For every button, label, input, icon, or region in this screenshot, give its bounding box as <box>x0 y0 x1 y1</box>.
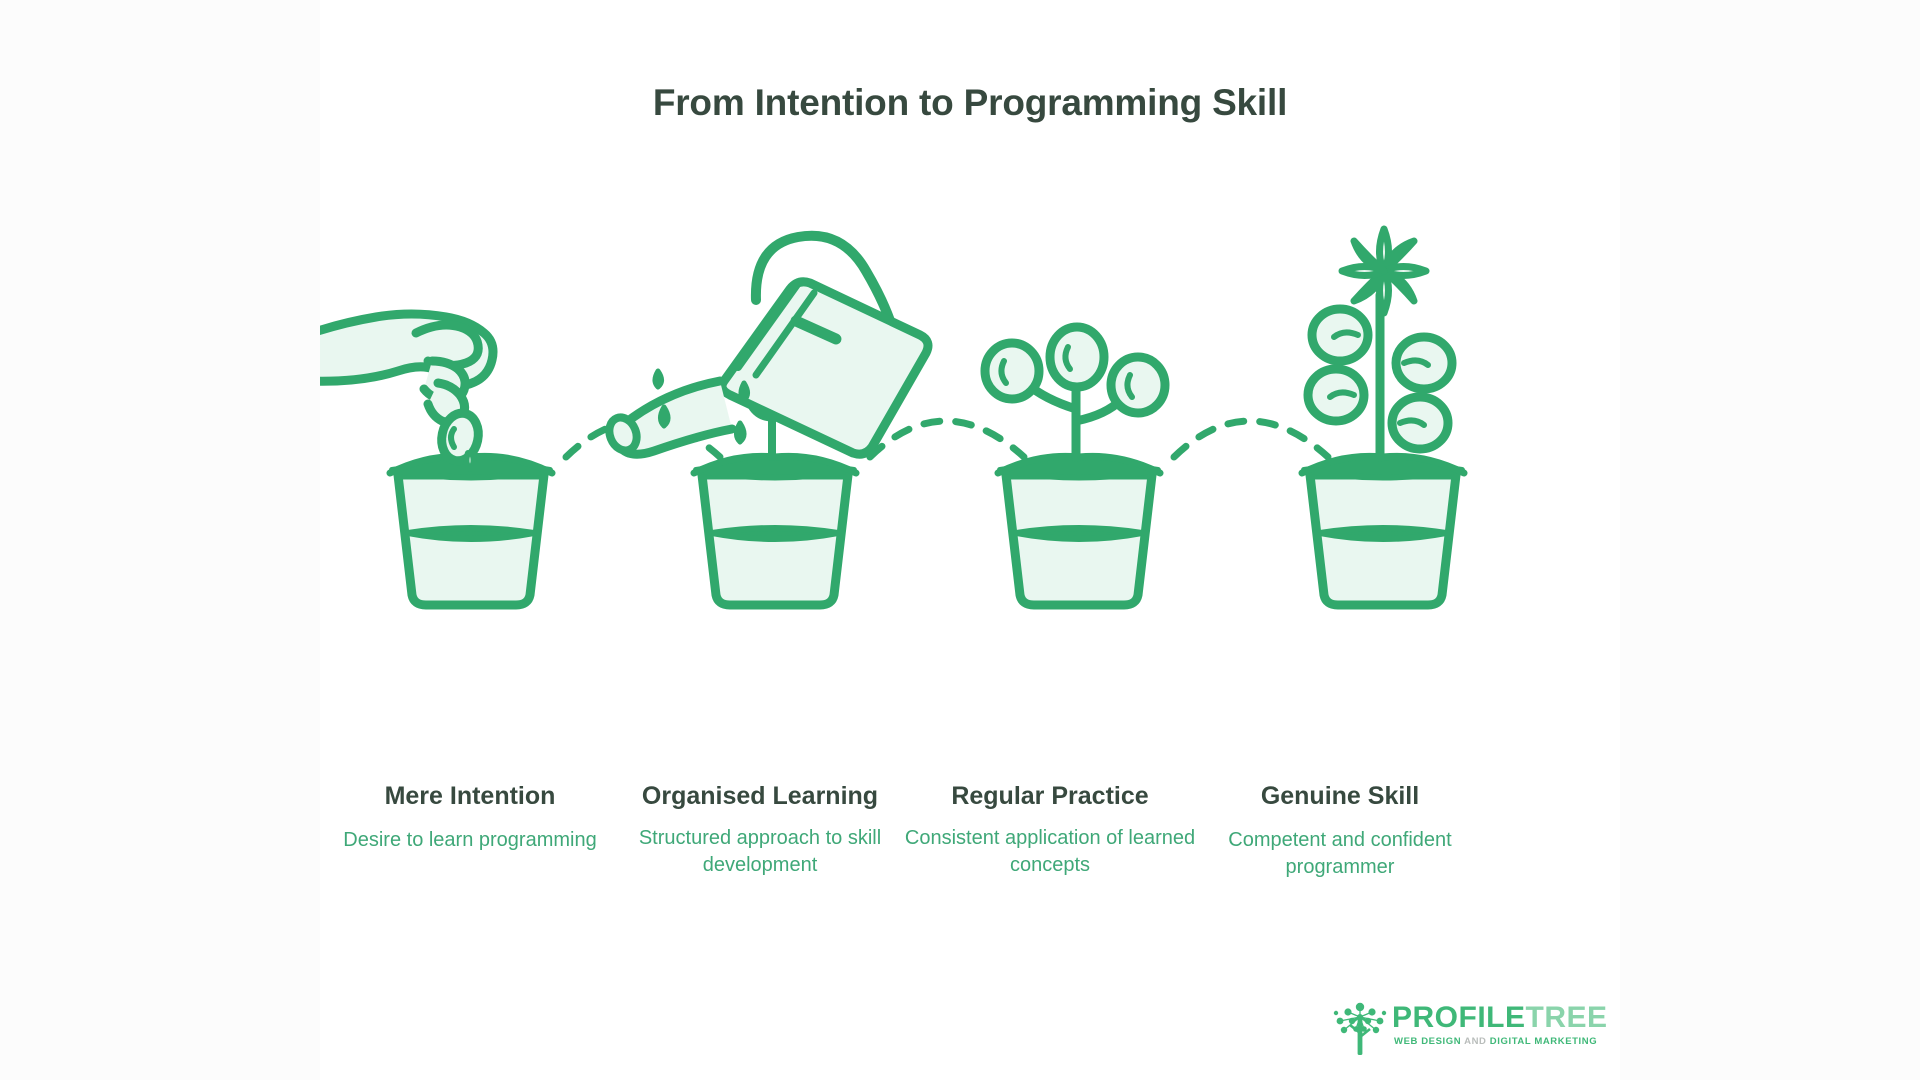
watering-can-icon <box>605 230 933 459</box>
stage-heading: Genuine Skill <box>1260 782 1420 810</box>
pot-1 <box>389 460 553 610</box>
stage-column-1: Mere Intention Desire to learn programmi… <box>320 780 620 854</box>
progress-arc-2 <box>866 417 1028 461</box>
left-margin <box>0 0 320 1080</box>
logo-tagline-part3: DIGITAL MARKETING <box>1489 1036 1598 1047</box>
illustration-svg <box>301 225 1468 610</box>
logo-tagline-part2: AND <box>1464 1036 1487 1047</box>
pot-4 <box>1301 460 1465 610</box>
stage-description: Structured approach to skill development <box>638 827 882 876</box>
pot-3 <box>997 460 1161 610</box>
growth-illustration <box>301 185 1620 745</box>
tree-icon <box>1333 1002 1387 1055</box>
stage-description: Consistent application of learned concep… <box>904 827 1196 876</box>
stage-heading: Mere Intention <box>384 782 556 810</box>
logo-name-part2: TREE <box>1525 1001 1608 1034</box>
profiletree-logo: PROFILETREE WEB DESIGN AND DIGITAL MARKE… <box>1330 995 1607 1063</box>
stage-heading: Organised Learning <box>641 782 879 810</box>
flowering-plant-icon <box>1303 225 1457 462</box>
pot-2 <box>693 460 857 610</box>
right-margin <box>1600 0 1920 1080</box>
progress-arc-3 <box>1170 417 1332 461</box>
logo-tagline-part1: WEB DESIGN <box>1394 1036 1462 1047</box>
stage-column-2: Organised Learning Structured approach t… <box>610 780 910 878</box>
water-drops-icon <box>652 368 750 445</box>
stage-labels: Mere Intention Desire to learn programmi… <box>320 780 1620 1060</box>
stage-column-4: Genuine Skill Competent and confident pr… <box>1190 780 1490 880</box>
hand-planting-seed-icon <box>301 309 498 472</box>
stage-description: Competent and confident programmer <box>1228 829 1452 878</box>
sprout-icon <box>980 322 1170 462</box>
content-panel: From Intention to Programming Skill <box>301 0 1620 1080</box>
page-title: From Intention to Programming Skill <box>652 82 1288 123</box>
stage-column-3: Regular Practice Consistent application … <box>900 780 1200 878</box>
logo-wordmark: PROFILETREE <box>1392 1001 1608 1035</box>
logo-name-part1: PROFILE <box>1392 1001 1526 1034</box>
stage-heading: Regular Practice <box>951 782 1149 810</box>
stage-description: Desire to learn programming <box>343 829 597 852</box>
logo-tagline: WEB DESIGN AND DIGITAL MARKETING <box>1394 1036 1597 1047</box>
